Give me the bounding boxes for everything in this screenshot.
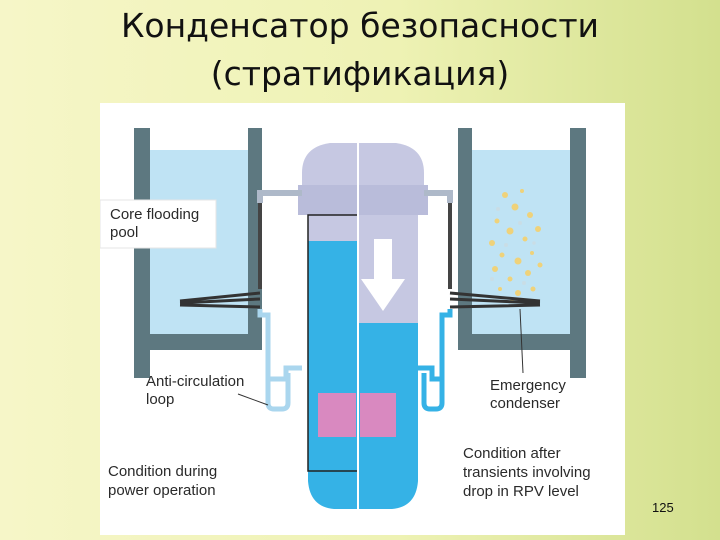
core-right: [360, 393, 396, 437]
label-anti-circulation-line1: Anti-circulation: [146, 373, 244, 390]
left-pool-outer-wall: [134, 128, 150, 378]
label-anti-circulation-line2: loop: [146, 391, 174, 408]
vessel-bottom-dome: [308, 473, 418, 509]
right-pool-outer-wall: [570, 128, 586, 378]
vessel-flange: [298, 185, 428, 215]
right-condensate-line: [418, 309, 453, 382]
left-pool-ledge: [134, 350, 150, 378]
title-line-2: (стратификация): [210, 54, 510, 93]
left-condenser-tubes: [179, 291, 261, 309]
left-pool: [134, 128, 262, 378]
label-anti-circulation-loop: Anti-circulation loop: [146, 373, 269, 408]
vessel-steam-space-left: [308, 215, 358, 241]
slide-title: Конденсатор безопасности (стратификация): [0, 2, 720, 98]
label-condition-power-line1: Condition during: [108, 463, 217, 480]
emergency-condenser-diagram: Core flooding pool Anti-circulation loop…: [100, 128, 591, 513]
label-condition-after-transients: Condition after transients involving dro…: [463, 445, 591, 500]
label-core-flooding-pool: Core flooding pool: [100, 199, 217, 249]
right-pool: [458, 128, 586, 378]
diagram-panel: Core flooding pool Anti-circulation loop…: [100, 103, 625, 535]
label-emergency-condenser-line1: Emergency: [490, 377, 566, 394]
label-core-flooding-pool-line2: pool: [110, 224, 138, 241]
label-emergency-condenser: Emergency condenser: [490, 308, 566, 412]
left-steam-line: [257, 190, 302, 203]
core-left: [318, 393, 356, 437]
page-number: 125: [652, 500, 674, 515]
leader-anti-circulation: [237, 393, 269, 406]
leader-emergency-condenser: [519, 308, 524, 374]
anti-circulation-loop-left: [265, 339, 291, 412]
label-condition-after-line3: drop in RPV level: [463, 483, 579, 500]
steam-bubbles-light: [490, 207, 536, 285]
label-condition-after-line1: Condition after: [463, 445, 561, 462]
label-condition-after-line2: transients involving: [463, 464, 591, 481]
level-drop-arrow: [361, 239, 405, 311]
title-line-1: Конденсатор безопасности: [120, 6, 600, 45]
right-pool-ledge: [570, 350, 586, 378]
right-steam-line: [424, 190, 453, 203]
right-condenser-tubes: [449, 291, 541, 309]
left-condenser-piping: [179, 190, 302, 412]
label-core-flooding-pool-line1: Core flooding: [110, 206, 199, 223]
label-condition-during-power-operation: Condition during power operation: [108, 463, 217, 499]
vessel-water-left: [308, 241, 358, 473]
left-pool-floor: [134, 334, 262, 350]
reactor-vessel: [298, 143, 428, 513]
anti-circulation-loop-right: [421, 339, 445, 412]
label-emergency-condenser-line2: condenser: [490, 395, 560, 412]
right-pool-inner-wall: [458, 128, 472, 350]
right-condenser-piping: [418, 190, 541, 412]
label-condition-power-line2: power operation: [108, 482, 216, 499]
